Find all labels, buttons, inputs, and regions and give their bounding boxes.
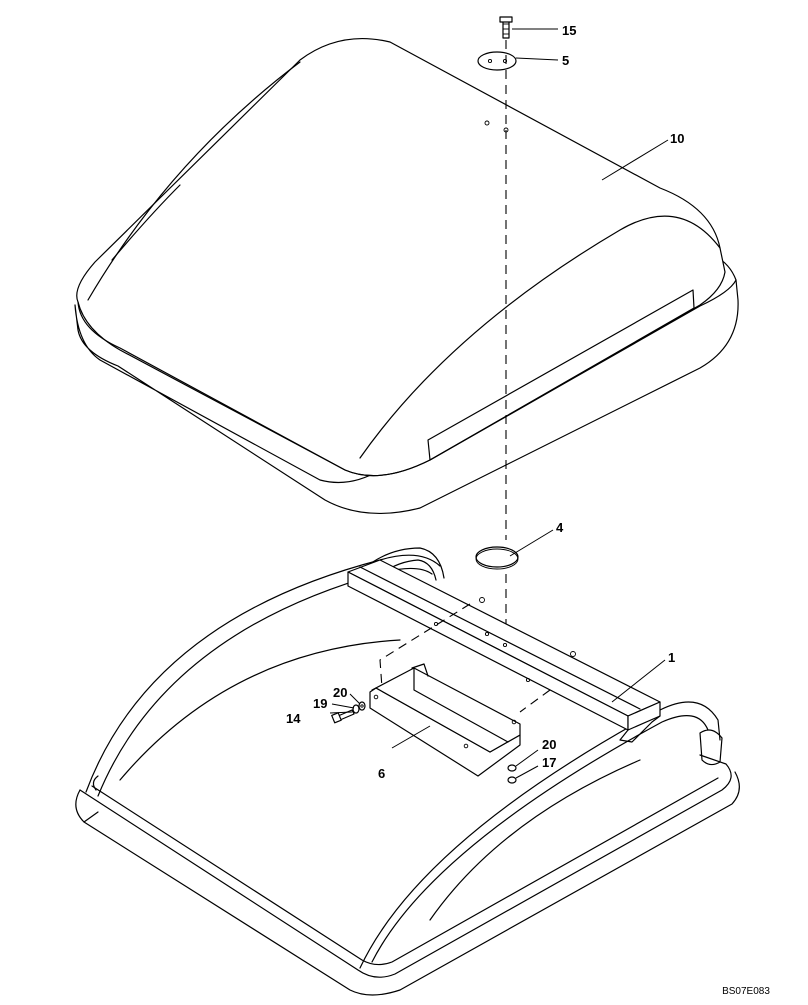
callout-19: 19 [313,696,327,711]
callout-5: 5 [562,53,569,68]
callout-15: 15 [562,23,576,38]
tray-6 [369,663,521,777]
callout-14: 14 [286,711,301,726]
callout-17: 17 [542,755,556,770]
plate-5 [477,51,517,71]
bolt-15 [499,16,513,39]
callout-20-lower: 20 [542,737,556,752]
callout-10: 10 [670,131,684,146]
canopy-cover [74,37,739,515]
callout-6: 6 [378,766,385,781]
callout-1: 1 [668,650,675,665]
cross-bracket-1 [347,559,661,743]
plate-4 [475,546,519,570]
callout-20-upper: 20 [333,685,347,700]
callout-4: 4 [556,520,564,535]
drawing-code: BS07E083 [722,986,770,997]
tube-frame [75,547,740,996]
leader-lines [329,28,669,779]
callout-labels: 15 5 10 4 1 20 19 14 6 20 17 [286,23,684,781]
